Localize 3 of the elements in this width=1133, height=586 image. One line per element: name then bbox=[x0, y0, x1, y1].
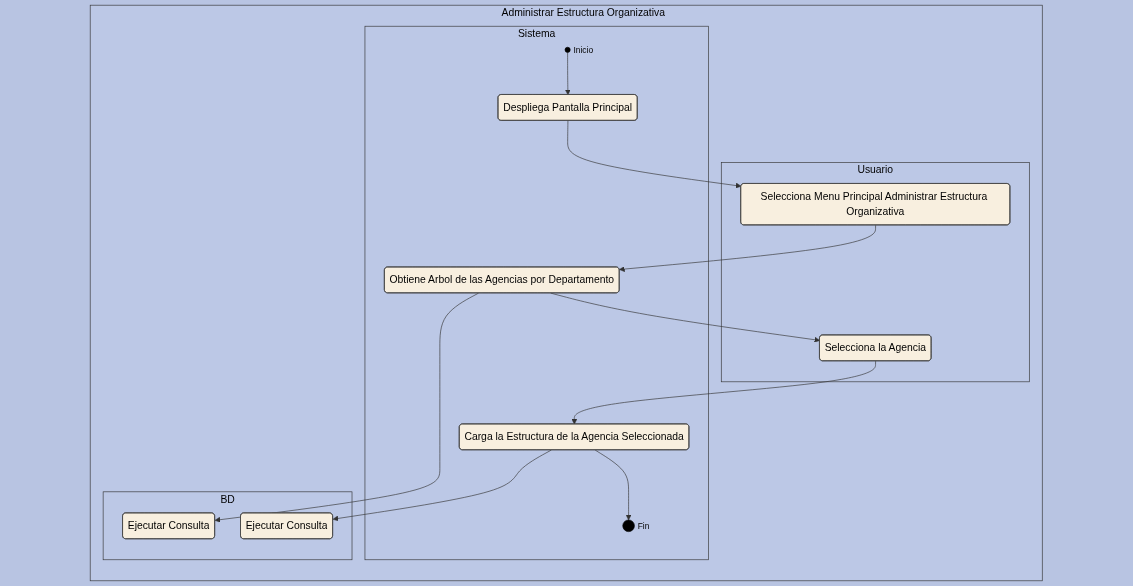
node-caption: Fin bbox=[637, 521, 650, 532]
node-circle bbox=[565, 46, 571, 53]
node-caption: Inicio bbox=[573, 45, 594, 56]
